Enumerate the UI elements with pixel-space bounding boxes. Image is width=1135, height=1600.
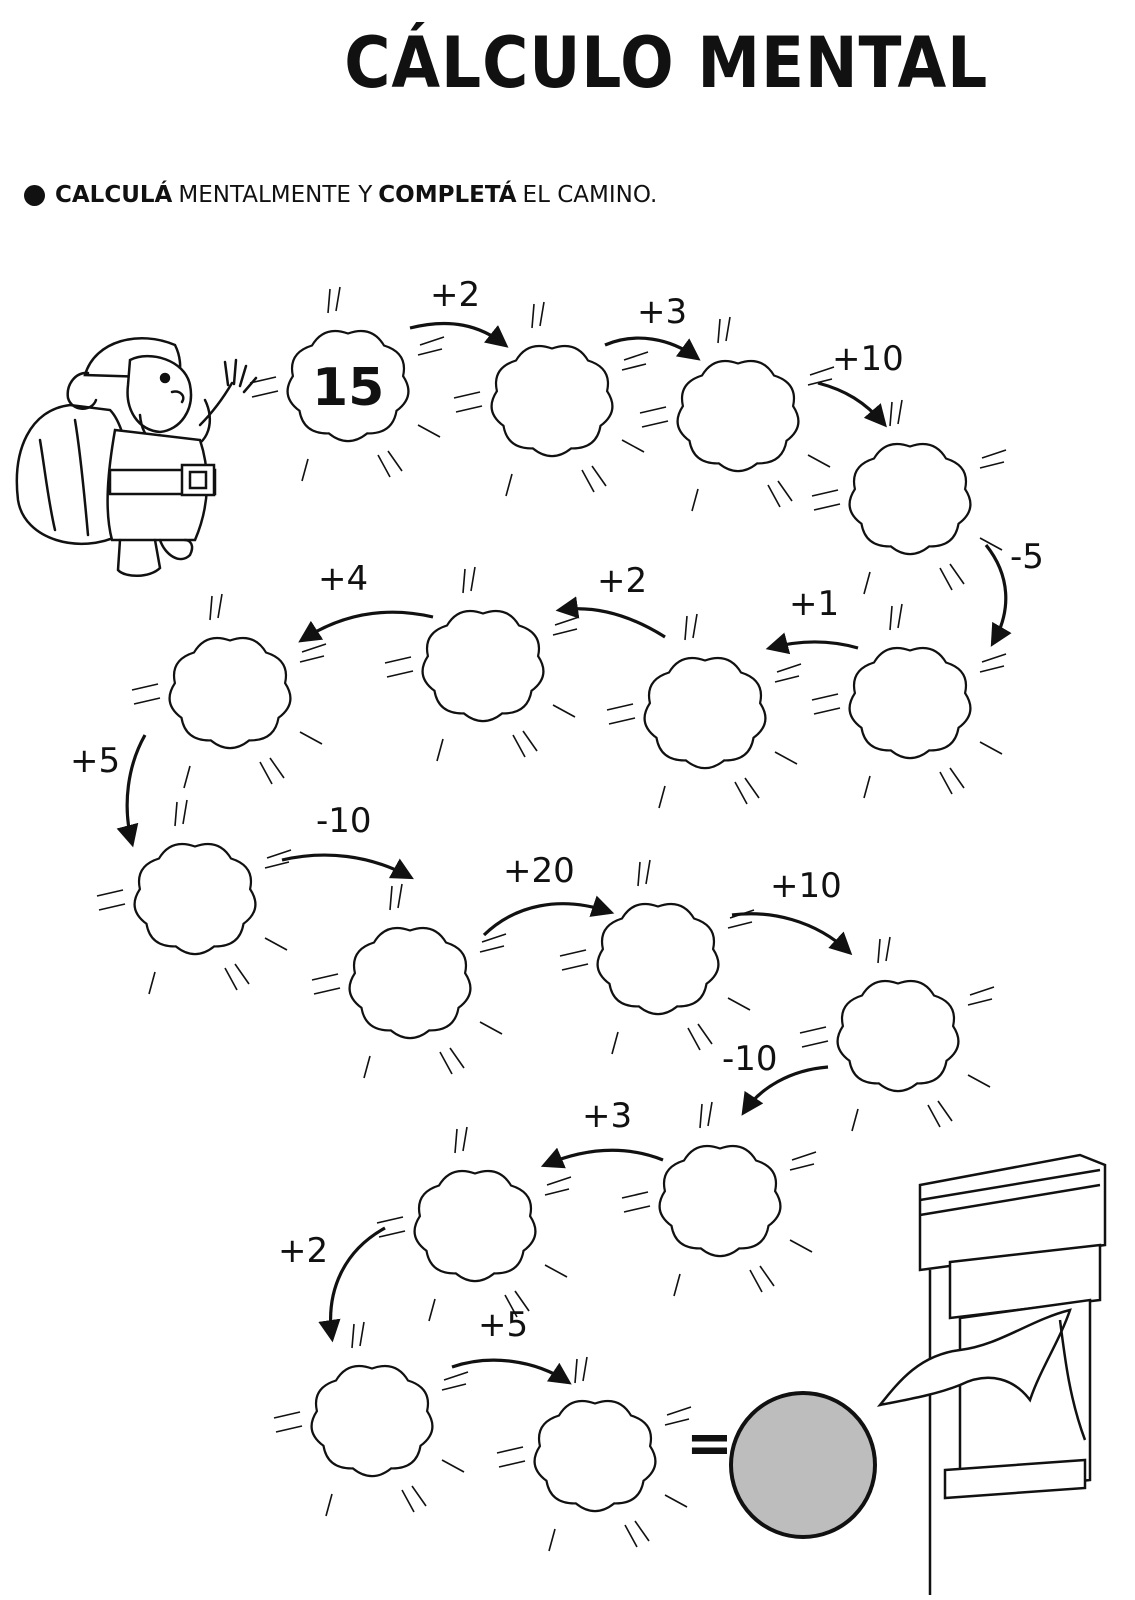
op-label: +20 xyxy=(503,851,575,891)
arrow-11 xyxy=(731,912,853,956)
op-label: +10 xyxy=(832,339,904,379)
arrow-3 xyxy=(817,381,887,428)
answer-cloud[interactable] xyxy=(96,799,292,995)
op-label: +2 xyxy=(278,1231,328,1271)
answer-cloud[interactable] xyxy=(453,301,649,497)
answer-cloud[interactable] xyxy=(639,316,835,512)
answer-cloud[interactable] xyxy=(384,566,580,762)
op-label: -10 xyxy=(316,801,372,841)
arrow-5 xyxy=(765,632,859,655)
santa-claus-icon xyxy=(15,337,258,577)
answer-cloud[interactable] xyxy=(311,883,507,1079)
op-label: -5 xyxy=(1010,537,1044,577)
op-label: +5 xyxy=(70,741,120,781)
instruction: CALCULÁ MENTALMENTE Y COMPLETÁ EL CAMINO… xyxy=(24,182,657,208)
instruction-verb-2: COMPLETÁ xyxy=(378,182,517,208)
op-label: -10 xyxy=(722,1039,778,1079)
op-label: +1 xyxy=(789,584,839,624)
instruction-text-2: EL CAMINO. xyxy=(522,182,658,208)
arrow-9 xyxy=(281,853,414,880)
answer-cloud[interactable] xyxy=(811,603,1007,799)
op-label: +10 xyxy=(770,866,842,906)
answer-cloud[interactable] xyxy=(811,399,1007,595)
op-label: +2 xyxy=(597,561,647,601)
curtain-window-icon xyxy=(876,1308,1087,1441)
equals-sign: = xyxy=(686,1411,733,1476)
instruction-text-1: MENTALMENTE Y xyxy=(178,182,373,208)
instruction-verb-1: CALCULÁ xyxy=(55,182,173,208)
arrow-12 xyxy=(741,1065,829,1116)
arrow-2 xyxy=(604,336,701,361)
arrow-4 xyxy=(984,544,1012,647)
op-label: +4 xyxy=(318,559,368,599)
answer-cloud[interactable] xyxy=(799,936,995,1132)
answer-cloud[interactable] xyxy=(273,1321,469,1517)
bullet-icon xyxy=(24,184,45,206)
operation-labels: +2 +3 +10 -5 +1 +2 +4 +5 -10 +20 +10 -10… xyxy=(70,275,1044,1345)
arrow-10 xyxy=(482,895,615,937)
arrow-6 xyxy=(555,596,666,639)
answer-cloud[interactable] xyxy=(131,593,327,789)
arrow-15 xyxy=(451,1358,572,1385)
op-label: +2 xyxy=(430,275,480,315)
answer-cloud[interactable] xyxy=(496,1356,692,1552)
start-cloud xyxy=(249,286,445,482)
answer-clouds xyxy=(96,286,1007,1552)
op-label: +5 xyxy=(478,1305,528,1345)
answer-cloud[interactable] xyxy=(559,859,755,1055)
page-title: CÁLCULO MENTAL xyxy=(344,22,989,104)
op-label: +3 xyxy=(637,292,687,332)
answer-cloud[interactable] xyxy=(376,1126,572,1322)
arrow-14 xyxy=(318,1226,386,1343)
final-answer-circle[interactable] xyxy=(729,1391,877,1539)
arrow-1 xyxy=(409,321,509,348)
answer-cloud[interactable] xyxy=(606,613,802,809)
arrow-13 xyxy=(540,1147,664,1169)
op-label: +3 xyxy=(582,1096,632,1136)
answer-cloud[interactable] xyxy=(621,1101,817,1297)
arrow-8 xyxy=(116,734,147,848)
path-arrows xyxy=(116,321,1012,1385)
arrow-7 xyxy=(298,610,434,643)
start-value: 15 xyxy=(312,358,384,418)
